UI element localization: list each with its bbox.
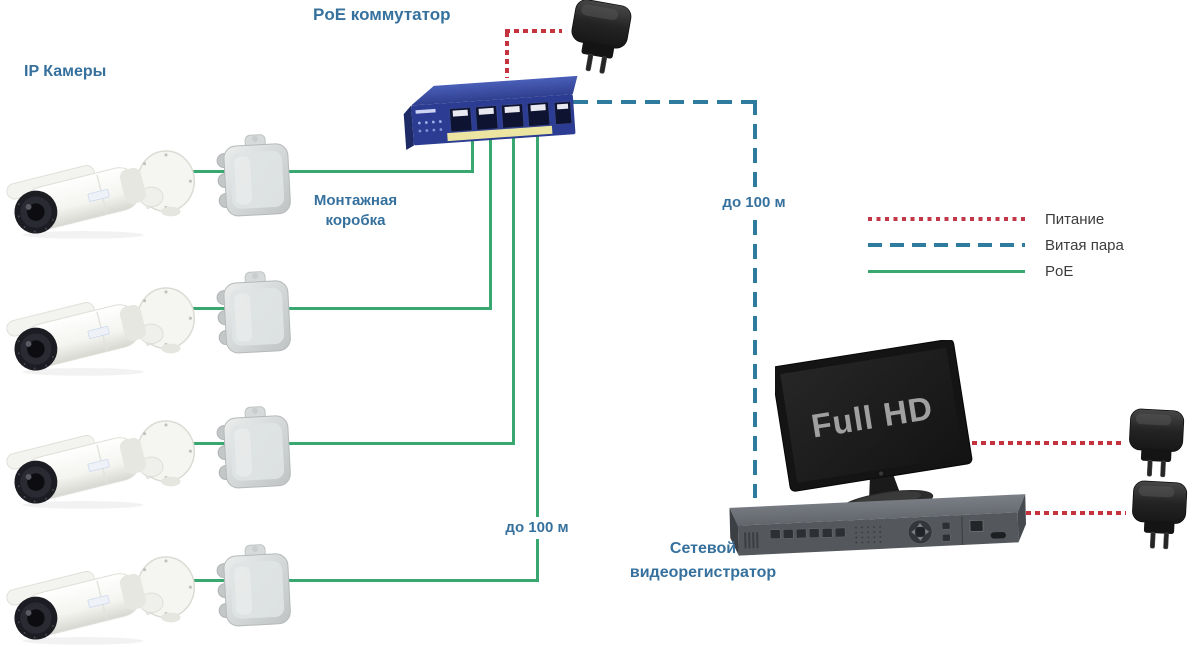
poe-line-vertical-4 <box>536 132 539 582</box>
junction-box-1 <box>213 131 297 219</box>
legend-poe-label: PoE <box>1045 262 1074 280</box>
power-line-switch-vertical <box>505 32 509 78</box>
junction-box-4 <box>213 541 297 629</box>
legend-power-line-swatch <box>868 217 1025 221</box>
poe-line-vertical-1 <box>471 132 474 173</box>
poe-line-horizontal-4 <box>185 579 539 582</box>
power-line-switch-horizontal <box>505 29 562 33</box>
legend-twisted-pair-label: Витая пара <box>1045 236 1124 254</box>
power-line-monitor <box>963 441 1123 445</box>
nvr-buttons <box>769 527 846 540</box>
ip-camera-3 <box>5 412 205 510</box>
switch-poe-ports <box>449 101 551 133</box>
ip-camera-4 <box>5 548 205 646</box>
nvr-label-line2: видеорегистратор <box>629 564 777 581</box>
poe-line-vertical-2 <box>489 132 492 310</box>
poe-line-horizontal-3 <box>185 442 515 445</box>
nvr <box>729 494 1027 556</box>
power-adapter-monitor <box>1113 403 1197 485</box>
legend-power-label: Питание <box>1045 210 1105 228</box>
nvr-label-line1: Сетевой <box>669 540 737 557</box>
twisted-pair-line-horizontal <box>573 100 756 104</box>
switch-uplink-port <box>553 101 573 125</box>
twisted-pair-distance-label: до 100 м <box>706 192 802 215</box>
power-adapter-nvr <box>1116 475 1200 557</box>
twisted-pair-line-vertical <box>753 100 757 498</box>
legend-item-poe: PoE <box>868 258 1138 284</box>
junction-box-2 <box>213 268 297 356</box>
power-adapter-switch <box>550 0 647 85</box>
nvr-label: Сетевой видеорегистратор <box>603 537 803 585</box>
legend: Питание Витая пара PoE <box>868 206 1138 284</box>
junction-box-3 <box>213 403 297 491</box>
poe-line-horizontal-2 <box>185 307 492 310</box>
poe-line-horizontal-1 <box>185 170 474 173</box>
poe-distance-label: до 100 м <box>489 517 585 540</box>
poe-line-vertical-3 <box>512 132 515 445</box>
ip-camera-2 <box>5 279 205 377</box>
poe-switch-title: PoE коммутатор <box>313 5 451 24</box>
ip-cameras-title: IP Камеры <box>24 63 107 80</box>
power-line-nvr <box>1026 511 1126 515</box>
legend-poe-line-swatch <box>868 269 1025 273</box>
ip-camera-1 <box>5 142 205 240</box>
monitor: Full HD <box>775 340 973 517</box>
junction-box-label: Монтажная коробка <box>293 191 418 232</box>
junction-box-label-line1: Монтажная <box>313 192 398 209</box>
legend-item-twisted-pair: Витая пара <box>868 232 1138 258</box>
legend-twisted-pair-line-swatch <box>868 243 1025 247</box>
junction-box-label-line2: коробка <box>325 212 386 230</box>
legend-item-power: Питание <box>868 206 1138 232</box>
poe-switch <box>403 75 578 150</box>
